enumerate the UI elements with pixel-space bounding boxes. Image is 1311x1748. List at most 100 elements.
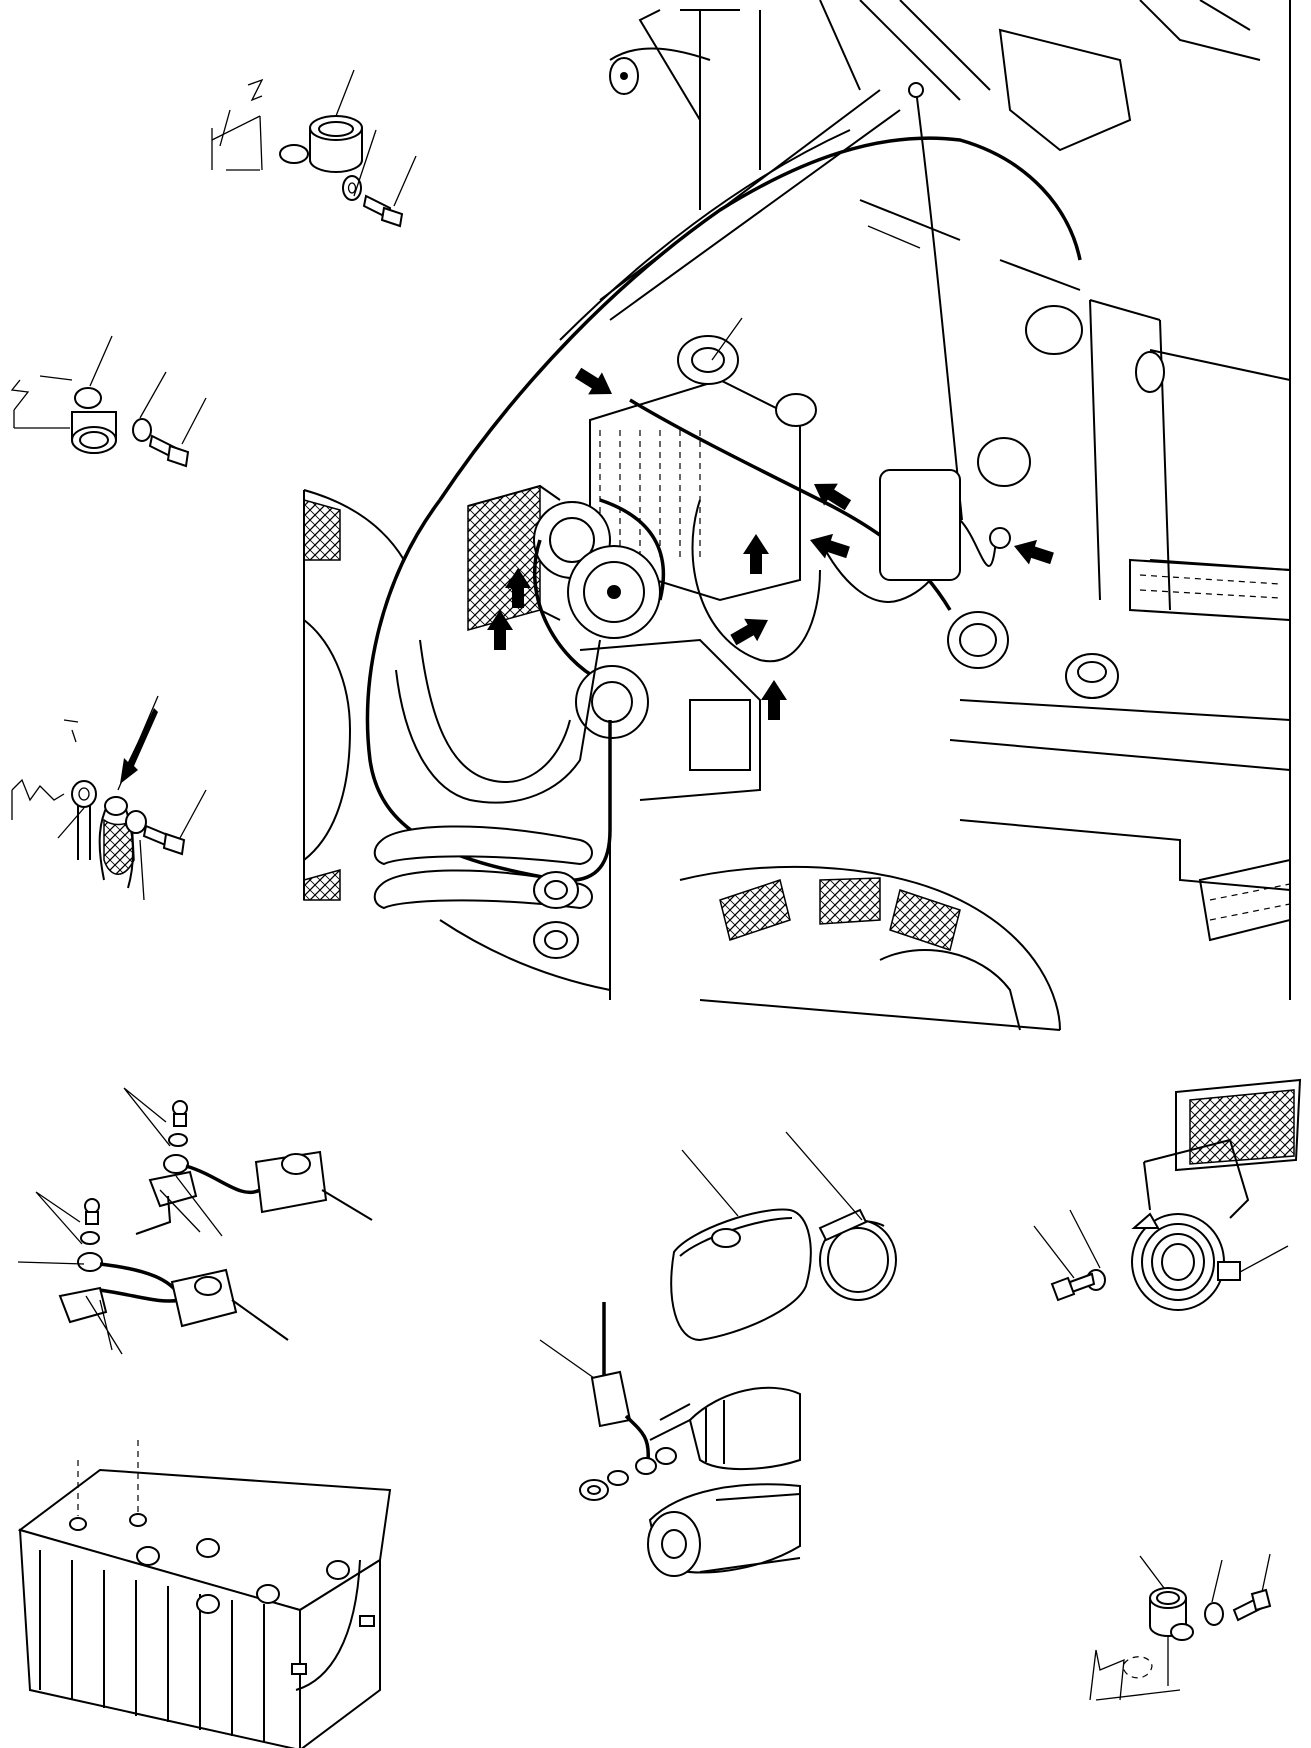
- battery-post: [69, 1517, 87, 1531]
- radiator-screen: [467, 485, 541, 631]
- ground-terminal-assembly: [11, 695, 207, 901]
- callout-arrow: [120, 708, 158, 784]
- cable-boot: [590, 1370, 632, 1428]
- washer: [655, 1447, 677, 1465]
- headlight-panel: [395, 639, 601, 804]
- cab-pillar-left: [638, 9, 761, 210]
- bolt-head: [172, 1100, 188, 1116]
- battery-side: [299, 1558, 381, 1748]
- front-lamp-2: [533, 921, 579, 959]
- leader-lines: [539, 1131, 863, 1379]
- handle-bracket: [1135, 351, 1165, 393]
- leader-lines: [335, 69, 417, 207]
- horn-assembly: [1033, 1078, 1302, 1311]
- step: [1198, 858, 1291, 942]
- leader-lines: [1033, 1209, 1289, 1279]
- starter-motor-assembly: [539, 1131, 897, 1577]
- rear-tire: [679, 865, 1061, 1031]
- front-fascia: [365, 498, 612, 883]
- washer: [80, 1231, 100, 1245]
- leader-lines: [17, 1087, 223, 1355]
- cable-ring-terminal: [71, 780, 97, 808]
- bolt-head: [1250, 1588, 1272, 1612]
- panel-break-lines: [10, 375, 73, 429]
- cab-harness: [915, 89, 963, 521]
- battery-front: [18, 1528, 301, 1748]
- callout-arrow: [807, 472, 855, 517]
- machine-front-view: [303, 0, 1291, 1031]
- grommet-flange: [1170, 1623, 1194, 1641]
- callout-arrow: [743, 534, 769, 574]
- callout-arrow: [761, 680, 787, 720]
- terminal-clamp: [58, 1286, 108, 1324]
- side-body: [949, 699, 1291, 891]
- grommet-assembly-left: [10, 335, 207, 468]
- panel-break-lines: [11, 719, 79, 820]
- terminal-clamp: [148, 1170, 198, 1208]
- battery-cable-negative: [231, 1299, 289, 1341]
- turbo-housing: [677, 335, 739, 385]
- grommet-flange: [279, 144, 309, 164]
- callout-arrow: [805, 527, 853, 565]
- washer: [342, 175, 362, 201]
- starter-area: [689, 699, 751, 771]
- leader-lines: [89, 335, 207, 445]
- horn-mount-grille: [1189, 1089, 1295, 1165]
- drive-belt: [533, 498, 666, 682]
- hood-outline: [438, 136, 1082, 501]
- battery-cable-positive: [321, 1189, 373, 1221]
- starter-cover: [670, 1208, 812, 1342]
- starter-solenoid: [688, 1386, 801, 1471]
- bolt-head: [1050, 1276, 1076, 1302]
- pivot-boss: [977, 437, 1031, 487]
- clamp-screw: [818, 1208, 868, 1242]
- washer: [1204, 1602, 1224, 1626]
- ring-terminal: [163, 1154, 189, 1174]
- fuse-box: [879, 469, 961, 581]
- cab-right-frame: [1139, 0, 1291, 1000]
- callout-arrow: [571, 361, 619, 406]
- bolt-head: [162, 832, 186, 856]
- cell-cap: [326, 1560, 350, 1580]
- bolt-head: [84, 1198, 100, 1214]
- leader-lines: [711, 225, 921, 361]
- horn-connector: [1217, 1261, 1241, 1281]
- tank-cap: [1065, 653, 1119, 699]
- side-vent: [1129, 558, 1291, 622]
- ground-point: [989, 527, 1011, 549]
- starter-end-cap: [647, 1511, 701, 1577]
- oil-filler-cap: [775, 393, 817, 427]
- panel-break-lines: [211, 78, 264, 171]
- battery-post: [129, 1513, 147, 1527]
- grille-slot-1: [373, 825, 593, 866]
- fuel-cap: [947, 611, 1009, 669]
- washer: [607, 1470, 629, 1486]
- leader-lines: [1139, 1553, 1271, 1603]
- cell-cap: [196, 1538, 220, 1558]
- battery-cell-ribs: [39, 1550, 265, 1742]
- washer: [168, 1133, 188, 1147]
- front-lamp-1: [533, 871, 579, 909]
- bolt-head: [166, 444, 190, 468]
- washer: [132, 418, 152, 442]
- bolt-head: [380, 206, 404, 228]
- ground-cable: [77, 806, 91, 860]
- callout-arrow: [1009, 533, 1057, 571]
- horn-bracket: [1143, 1138, 1250, 1219]
- grommet-flange: [74, 387, 102, 409]
- ring-terminal: [77, 1252, 103, 1272]
- nut: [579, 1479, 609, 1501]
- washer: [125, 810, 147, 834]
- cell-cap: [256, 1584, 280, 1604]
- grommet-assembly-top-left: [211, 69, 417, 228]
- seat-headrest: [998, 28, 1132, 152]
- grommet-assembly-bottom-right: [1089, 1553, 1272, 1701]
- cell-cap: [196, 1594, 220, 1614]
- battery-handle: [295, 1559, 361, 1691]
- ac-compressor: [575, 665, 649, 739]
- panel-break-lines: [1089, 1620, 1181, 1701]
- cell-cap: [136, 1546, 160, 1566]
- battery-assembly: [17, 1087, 392, 1748]
